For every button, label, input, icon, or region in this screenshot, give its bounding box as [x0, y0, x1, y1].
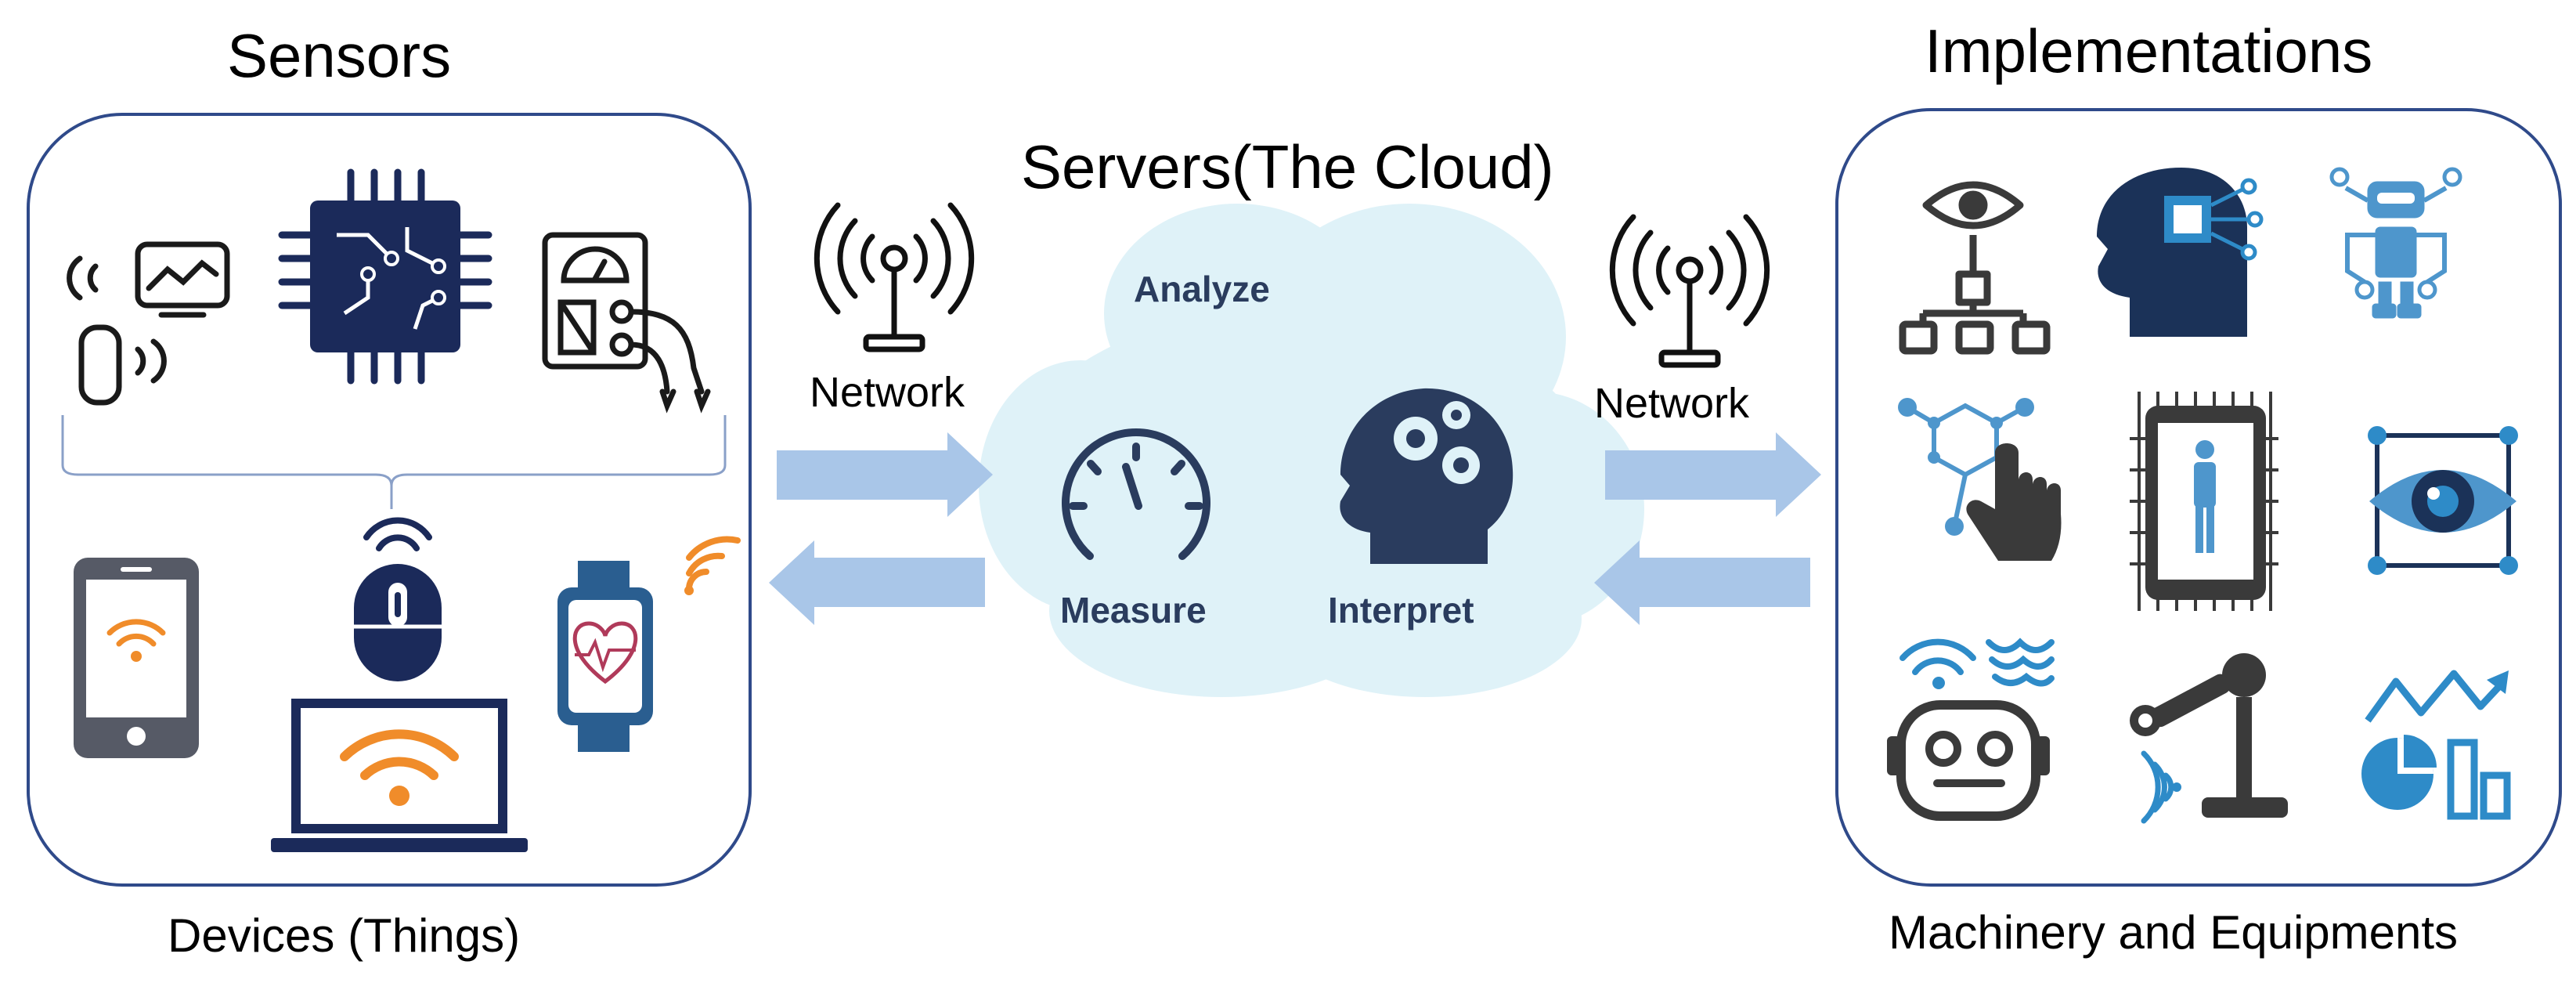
grouping-bracket	[61, 415, 727, 509]
implementations-title: Implementations	[1925, 16, 2373, 85]
smartphone-wifi-icon	[74, 558, 199, 758]
network-label-right: Network	[1594, 380, 1750, 427]
arrow-to-cloud	[777, 432, 993, 517]
antenna-left-icon	[814, 202, 975, 352]
interpret-label: Interpret	[1328, 590, 1474, 630]
measure-label: Measure	[1060, 590, 1207, 630]
ai-brain-chip-icon	[2097, 168, 2264, 337]
gauge-icon	[1062, 428, 1210, 560]
tablet-human-icon	[2130, 392, 2278, 611]
antenna-right-icon	[1609, 214, 1770, 368]
microchip-icon	[278, 168, 492, 385]
robot-face-icon	[1887, 638, 2055, 821]
sensors-title: Sensors	[227, 21, 452, 90]
arrow-from-implementations	[1594, 540, 1810, 625]
wave-sensor-icon	[67, 241, 230, 406]
mouse-icon	[354, 517, 442, 681]
machinery-caption: Machinery and Equipments	[1889, 906, 2459, 959]
laptop-wifi-icon	[271, 699, 528, 852]
servers-title: Servers(The Cloud)	[1021, 132, 1554, 201]
robot-icon	[2329, 167, 2462, 319]
network-label-left: Network	[810, 369, 965, 416]
vision-hierarchy-icon	[1899, 181, 2051, 355]
arrow-to-implementations	[1605, 432, 1821, 517]
arrow-from-cloud	[769, 540, 985, 625]
brain-gears-icon	[1340, 388, 1513, 564]
smartwatch-heart-icon	[557, 536, 741, 752]
multimeter-icon	[542, 232, 711, 414]
cloud-shape	[979, 204, 1644, 697]
eye-scan-icon	[2368, 426, 2518, 575]
analytics-chart-icon	[2361, 670, 2511, 820]
devices-caption: Devices (Things)	[168, 909, 521, 962]
robotic-arm-icon	[2130, 653, 2288, 824]
molecule-touch-icon	[1898, 398, 2062, 561]
analyze-label: Analyze	[1134, 269, 1270, 309]
